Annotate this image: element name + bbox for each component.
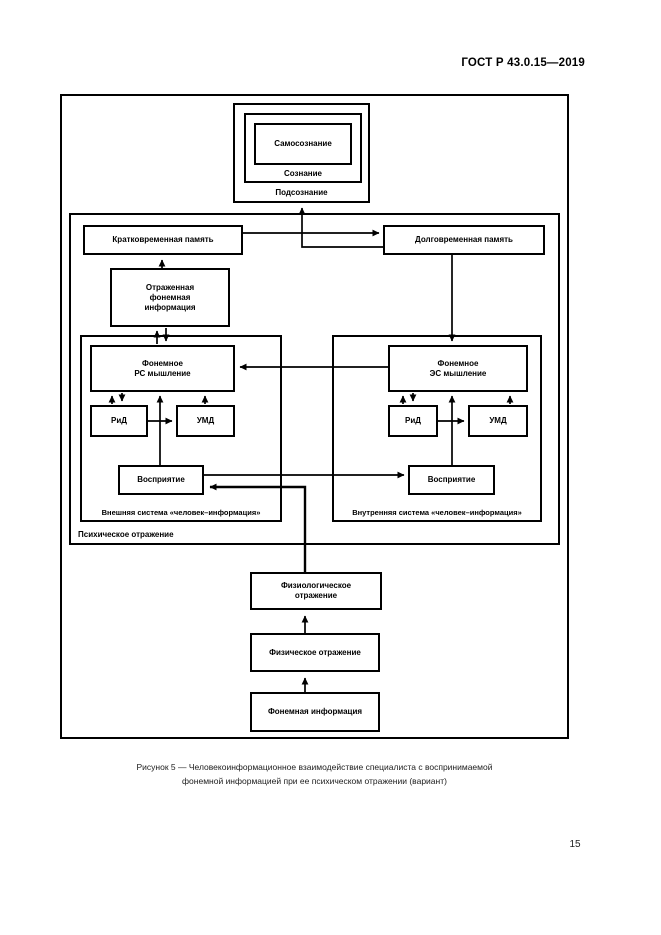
reflected-info-line1: Отраженная (145, 282, 195, 292)
long-term-memory-box: Долговременная память (383, 225, 545, 255)
rid-right-box: РиД (388, 405, 438, 437)
page-number: 15 (569, 839, 581, 850)
reflected-info-line3: информация (144, 302, 196, 312)
umd-right-box: УМД (468, 405, 528, 437)
subconsciousness-box: Подсознание (233, 103, 370, 203)
internal-system-box: Внутренняя система «человек–информация» (332, 335, 542, 522)
external-system-box: Внешняя система «человек–информация» (80, 335, 282, 522)
figure-frame (60, 94, 569, 739)
internal-system-label: Внутренняя система «человек–информация» (352, 507, 522, 517)
physiological-line2: отражение (294, 591, 338, 600)
consciousness-label: Сознание (283, 169, 322, 178)
es-thinking-line1: Фонемное (437, 358, 479, 368)
long-term-memory-label: Долговременная память (415, 235, 513, 244)
physiological-reflection-box: Физиологическое отражение (250, 572, 382, 610)
figure-caption-line1: Рисунок 5 — Человекоинформационное взаим… (136, 762, 493, 772)
self-consciousness-label: Самосознание (274, 139, 332, 148)
reflected-info-box: Отраженная фонемная информация (110, 268, 230, 327)
psychic-reflection-label: Психическое отражение (78, 530, 174, 539)
self-consciousness-box: Самосознание (254, 123, 352, 165)
umd-right-label: УМД (489, 416, 507, 425)
perception-right-label: Восприятие (427, 475, 476, 484)
physical-reflection-box: Физическое отражение (250, 633, 380, 672)
reflected-info-line2: фонемная (149, 292, 191, 302)
physiological-line1: Физиологическое (280, 581, 352, 590)
rid-left-label: РиД (111, 416, 127, 425)
rid-right-label: РиД (405, 416, 421, 425)
perception-left-box: Восприятие (118, 465, 204, 495)
short-term-memory-box: Кратковременная память (83, 225, 243, 255)
perception-left-label: Восприятие (137, 475, 185, 484)
rs-thinking-line1: Фонемное (142, 358, 183, 368)
rid-left-box: РиД (90, 405, 148, 437)
es-thinking-line2: ЭС мышление (429, 368, 487, 378)
physical-reflection-label: Физическое отражение (269, 647, 361, 657)
figure-caption: Рисунок 5 — Человекоинформационное взаим… (60, 761, 569, 788)
subconsciousness-label: Подсознание (275, 188, 328, 197)
umd-left-label: УМД (196, 416, 215, 425)
es-thinking-box: Фонемное ЭС мышление (388, 345, 528, 392)
consciousness-box: Сознание (244, 113, 362, 183)
rs-thinking-line2: РС мышление (134, 368, 191, 378)
document-header: ГОСТ Р 43.0.15—2019 (461, 57, 585, 69)
short-term-memory-label: Кратковременная память (112, 235, 214, 244)
perception-right-box: Восприятие (408, 465, 495, 495)
external-system-label: Внешняя система «человек–информация» (101, 507, 261, 517)
phoneme-information-label: Фонемная информация (267, 707, 363, 716)
phoneme-information-box: Фонемная информация (250, 692, 380, 732)
rs-thinking-box: Фонемное РС мышление (90, 345, 235, 392)
umd-left-box: УМД (176, 405, 235, 437)
figure-caption-line2: фонемной информацией при ее психическом … (182, 775, 447, 786)
